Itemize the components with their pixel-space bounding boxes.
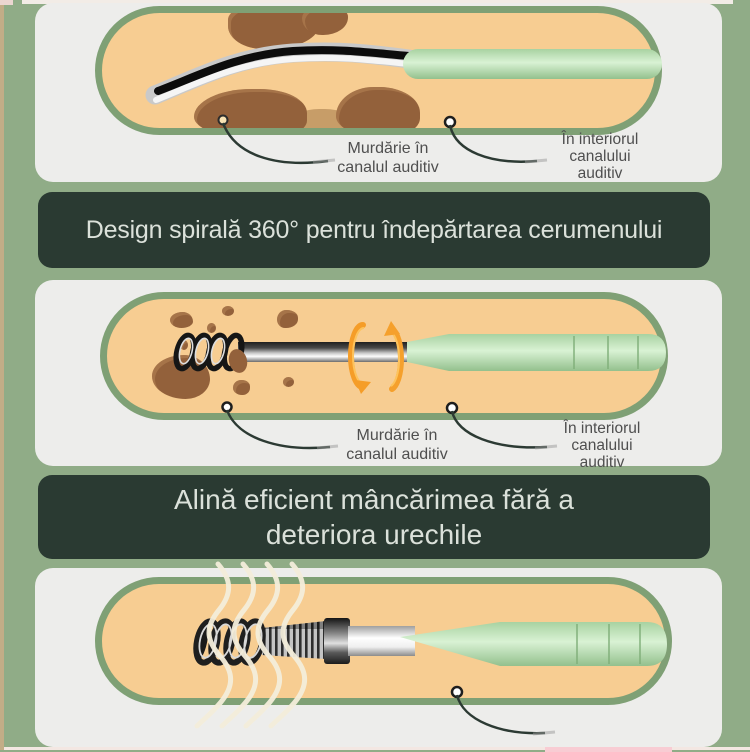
product-panel-2: Murdărie în canalul auditiv În interioru… [35,280,722,471]
feature-banner-spiral: Design spirală 360° pentru îndepărtarea … [38,192,710,268]
spring-ear-pick-illustration [193,561,667,736]
earwax-blob [336,87,420,128]
curved-pick-tip [145,42,419,105]
callout-dot-canal [450,685,556,736]
callout-text: canalul auditiv [346,446,448,463]
callout-text: Murdărie în [347,140,429,157]
callout-label-dirt: Murdărie în canalul auditiv [337,139,438,177]
earwax-on-spiral [228,349,248,373]
handle-taper [407,334,449,371]
pick-shaft [238,342,408,362]
curved-ear-pick-illustration [145,42,662,165]
earwax-blob [194,89,307,128]
callout-line [455,694,546,735]
callout-line-fade [316,444,339,450]
rotation-arrows-icon [348,321,404,394]
callout-text: În interiorul [563,420,641,437]
callout-text: canalului [569,148,631,165]
callout-label-dirt: Murdărie în canalul auditiv [346,426,447,464]
product-panel-3 [35,561,722,747]
top-cutoff-strip [22,0,733,4]
top-cutoff-strip-pink [0,0,13,5]
handle-segment-lines [576,624,641,664]
pick-handle [449,334,666,371]
feature-banner-soothing: Alină eficient mâncărimea fără a deterio… [38,475,710,559]
banner-text-line1: Alină eficient mâncărimea fără a [174,484,574,515]
callout-text: auditiv [579,454,625,471]
callout-line [448,124,538,163]
callout-text: canalul auditiv [337,159,439,176]
earwax-blob [207,323,216,333]
banner-text: Design spirală 360° pentru îndepărtarea … [85,215,663,244]
callout-dot-dirt [217,114,336,165]
bottom-cutoff-strip [4,747,750,750]
callout-line [450,410,548,449]
callout-label-canal: În interiorul canalului auditiv [562,131,639,182]
earwax-blob [233,380,250,395]
callout-text: Murdărie în [356,427,438,444]
earwax-blob [222,306,234,316]
metal-collar [324,618,350,664]
spring-coil [193,618,266,666]
callout-dot-dirt [221,401,339,450]
pick-handle [403,49,662,79]
banner-text-line2: deteriora urechile [265,519,483,550]
earwax-blob [302,13,348,35]
earwax-blob [170,312,193,328]
callout-text: În interiorul [561,131,639,148]
left-edge-strip [0,0,4,750]
callout-line-fade [534,444,558,450]
callout-text: auditiv [577,165,623,182]
bright-ferrule [348,626,415,656]
callout-label-canal: În interiorul canalului auditiv [564,420,641,471]
callout-dot-canal [443,115,548,164]
callout-line [221,122,329,165]
callout-line [225,409,331,450]
earwax-blob [277,310,298,328]
callout-text: canalului [571,437,633,454]
product-panel-1: Murdărie în canalul auditiv În interioru… [35,3,722,182]
spiral-ear-pick-illustration [173,321,666,450]
callout-dot-canal [445,401,558,450]
earwax-blob [180,340,188,350]
pick-handle [400,622,667,666]
callout-line-fade [524,158,548,164]
ear-canal-illustration-1 [95,6,662,135]
earwax-blob [283,377,294,387]
soothing-wave-lines [194,561,308,729]
handle-segment-lines [573,336,639,369]
callout-line-fade [532,730,556,736]
callout-line-fade [312,158,336,164]
